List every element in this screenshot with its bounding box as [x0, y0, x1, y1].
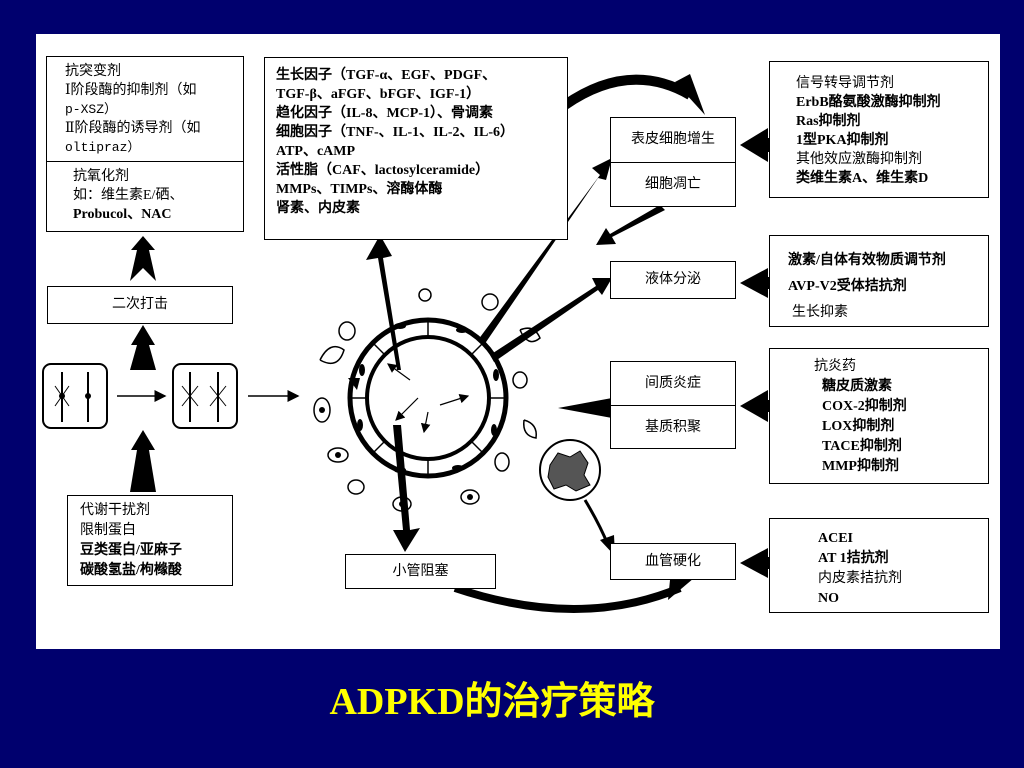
antimutation-line: Ⅱ阶段酶的诱导剂（如 — [65, 121, 201, 136]
second-hit-label: 二次打击 — [112, 297, 168, 312]
ace-line: AT 1拮抗剂 — [818, 551, 889, 566]
metab-line: 碳酸氢盐/枸橼酸 — [80, 563, 182, 578]
arrow-antioxidant-to-second-hit — [130, 236, 156, 281]
arrow-factors-curve — [562, 74, 705, 115]
antiinflam-line: 糖皮质激素 — [822, 379, 892, 394]
signal-line: ErbB酪氨酸激酶抑制剂 — [796, 95, 941, 110]
factors-line: 活性脂（CAF、lactosylceramide） — [276, 163, 490, 178]
factors-line: 趋化因子（IL-8、MCP-1）、骨调素 — [276, 106, 493, 121]
signal-line: 类维生素A、维生素D — [796, 171, 929, 186]
antiinflam-line: MMP抑制剂 — [822, 459, 899, 474]
cell-icon-double — [172, 363, 238, 429]
arrow-cyst-to-obstruction — [393, 425, 420, 552]
antiinflam-line: 抗炎药 — [814, 359, 856, 374]
antimutation-line: Ⅰ阶段酶的抑制剂（如 — [65, 83, 197, 98]
prolif-bottom-label: 细胞凋亡 — [645, 177, 701, 192]
macrophage-icon — [539, 439, 601, 501]
antiinflam-line: LOX抑制剂 — [822, 419, 895, 434]
metab-line: 限制蛋白 — [80, 523, 136, 538]
signal-box: 信号转导调节剂 ErbB酪氨酸激酶抑制剂 Ras抑制剂 1型PKA抑制剂 其他效… — [769, 61, 989, 198]
antimutation-line: p-XSZ） — [65, 102, 118, 117]
cyst-illustration — [313, 288, 541, 512]
arrow-inflam-to-cyst — [558, 398, 612, 418]
antiinflam-box: 抗炎药 糖皮质激素 COX-2抑制剂 LOX抑制剂 TACE抑制剂 MMP抑制剂 — [769, 348, 989, 484]
arrow-second-hit-to-cells — [130, 325, 156, 370]
signal-line: Ras抑制剂 — [796, 114, 861, 129]
antiinflam-line: COX-2抑制剂 — [822, 399, 907, 414]
arrow-prolif-to-cyst — [596, 205, 665, 245]
prolif-box: 表皮细胞增生 细胞凋亡 — [610, 117, 736, 207]
arrow-cyst-to-prolif — [478, 158, 612, 345]
antioxidant-line: 如：维生素E/硒、 — [73, 188, 184, 203]
second-hit-box: 二次打击 — [47, 286, 233, 324]
arrow-cyst-to-factors — [366, 235, 405, 370]
factors-line: 生长因子（TGF-α、EGF、PDGF、 — [276, 68, 497, 83]
slide-title: ADPKD的治疗策略 — [329, 681, 655, 723]
antimutation-line: oltipraz） — [65, 140, 141, 155]
factors-line: MMPs、TIMPs、溶酶体酶 — [276, 182, 443, 197]
factors-line: 细胞因子（TNF-、IL-1、IL-2、IL-6） — [276, 125, 515, 140]
factors-line: ATP、cAMP — [276, 144, 356, 159]
arrow-metab-to-cells — [130, 430, 156, 492]
antimutation-line: 抗突变剂 — [65, 64, 121, 79]
factors-line: 肾素、内皮素 — [276, 201, 360, 216]
sclerosis-box: 血管硬化 — [610, 543, 736, 580]
factors-line: TGF-β、aFGF、bFGF、IGF-1） — [276, 87, 481, 102]
secretion-label: 液体分泌 — [645, 272, 701, 287]
antimutation-section: 抗突变剂 Ⅰ阶段酶的抑制剂（如 p-XSZ） Ⅱ阶段酶的诱导剂（如 oltipr… — [47, 57, 243, 157]
hormone-line: 激素/自体有效物质调节剂 — [788, 253, 946, 268]
arrow-cyst-to-secretion — [490, 278, 612, 362]
antioxidant-line: 抗氧化剂 — [73, 169, 129, 184]
obstruction-box: 小管阻塞 — [345, 554, 496, 589]
ace-line: ACEI — [818, 531, 854, 546]
arrow-obstruction-to-sclerosis — [453, 578, 694, 613]
inflam-box: 间质炎症 基质积聚 — [610, 361, 736, 449]
prolif-top-label: 表皮细胞增生 — [611, 118, 735, 163]
inflam-top-label: 间质炎症 — [611, 362, 735, 406]
hormone-line: AVP-V2受体拮抗剂 — [788, 279, 907, 294]
signal-line: 其他效应激酶抑制剂 — [796, 152, 922, 167]
antioxidant-section: 抗氧化剂 如：维生素E/硒、 Probucol、NAC — [47, 161, 243, 224]
sclerosis-label: 血管硬化 — [645, 554, 701, 569]
factors-box: 生长因子（TGF-α、EGF、PDGF、 TGF-β、aFGF、bFGF、IGF… — [264, 57, 568, 240]
signal-line: 信号转导调节剂 — [796, 76, 894, 91]
hormone-line: 生长抑素 — [792, 305, 848, 320]
inflam-bottom-label: 基质积聚 — [645, 420, 701, 435]
ace-line: NO — [818, 591, 839, 606]
antimutation-antioxidant-box: 抗突变剂 Ⅰ阶段酶的抑制剂（如 p-XSZ） Ⅱ阶段酶的诱导剂（如 oltipr… — [46, 56, 244, 232]
metab-line: 代谢干扰剂 — [80, 503, 150, 518]
metab-line: 豆类蛋白/亚麻子 — [80, 543, 182, 558]
antiinflam-line: TACE抑制剂 — [822, 439, 902, 454]
ace-line: 内皮素拮抗剂 — [818, 571, 902, 586]
signal-line: 1型PKA抑制剂 — [796, 133, 889, 148]
secretion-box: 液体分泌 — [610, 261, 736, 299]
antioxidant-line: Probucol、NAC — [73, 207, 172, 222]
ace-box: ACEI AT 1拮抗剂 内皮素拮抗剂 NO — [769, 518, 989, 613]
cell-icon-single — [42, 363, 108, 429]
hormone-box: 激素/自体有效物质调节剂 AVP-V2受体拮抗剂 生长抑素 — [769, 235, 989, 327]
metab-box: 代谢干扰剂 限制蛋白 豆类蛋白/亚麻子 碳酸氢盐/枸橼酸 — [67, 495, 233, 586]
obstruction-label: 小管阻塞 — [392, 564, 449, 579]
